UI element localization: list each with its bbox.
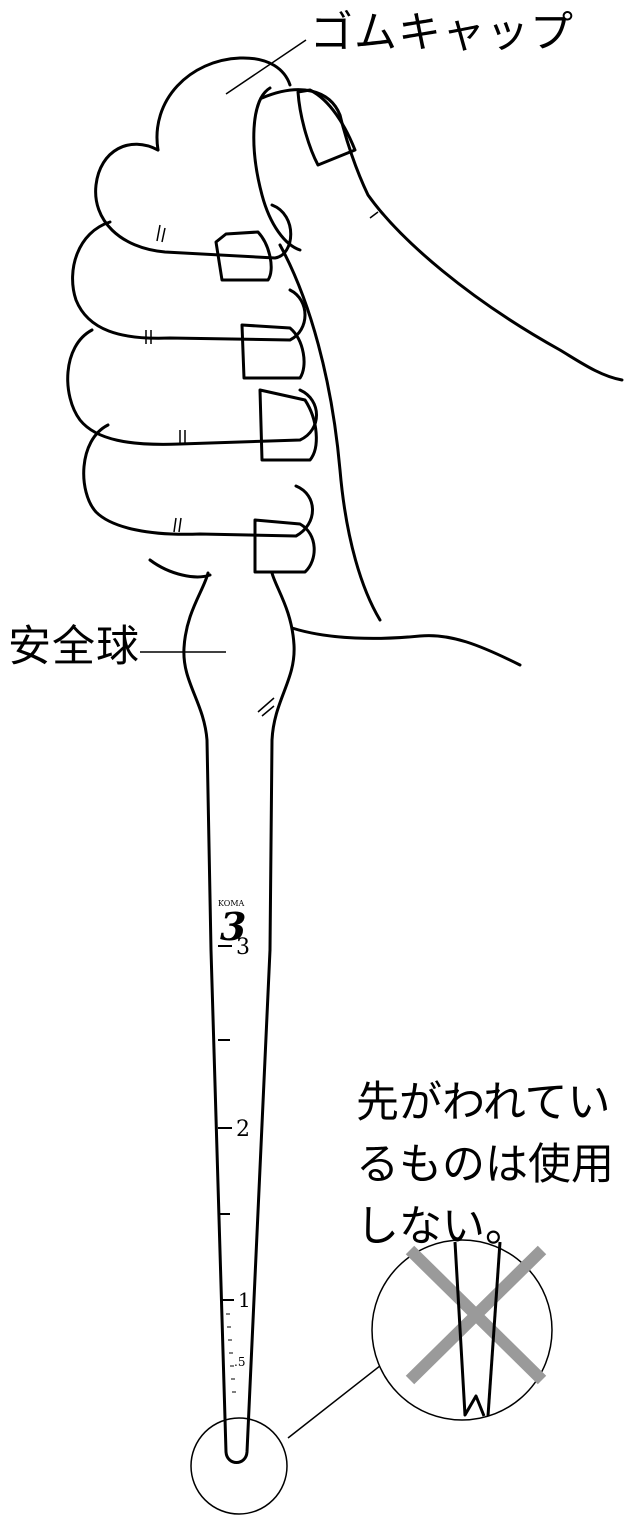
scale-label-half: .5 — [234, 1355, 245, 1369]
thumb-base — [278, 243, 382, 622]
thumb-nail — [296, 88, 357, 167]
pipette-outline — [182, 571, 296, 1464]
scale-label-1: 1 — [238, 1288, 251, 1312]
cap-leader-line — [225, 39, 307, 95]
detail-leader-line — [287, 1357, 391, 1439]
wrist-lower — [290, 626, 522, 667]
pipette-brand: KOMA — [218, 899, 245, 908]
scale-label-3: 3 — [236, 935, 250, 960]
broken-tip-right — [486, 1241, 502, 1417]
finger-3 — [66, 328, 318, 446]
thumb — [252, 86, 302, 252]
pipette-capacity-mark: 3 — [220, 904, 246, 949]
graduation-marks — [218, 945, 234, 1301]
finger-2-nail — [240, 323, 306, 380]
tip-highlight-circle — [190, 1417, 288, 1515]
finger-4 — [82, 423, 314, 538]
fine-graduations — [226, 1313, 236, 1393]
rubber-cap-label: ゴムキャップ — [310, 8, 574, 58]
cross-mark-icon — [405, 1245, 547, 1385]
finger-1 — [94, 142, 293, 260]
safety-bulb-label: 安全球 — [8, 622, 140, 672]
finger-4-nail — [253, 518, 316, 574]
broken-tip-left — [453, 1241, 486, 1417]
rubber-cap — [155, 56, 292, 152]
warning-text: 先がわれてい るものは使用 しない。 — [356, 1072, 614, 1258]
broken-tip-detail — [371, 1239, 553, 1421]
warning-line-1: 先がわれてい — [356, 1078, 611, 1128]
warning-line-2: るものは使用 — [356, 1140, 614, 1190]
crease-marks — [145, 211, 379, 717]
warning-line-3: しない。 — [356, 1202, 528, 1252]
scale-label-2: 2 — [236, 1117, 250, 1142]
palm-bottom — [148, 558, 212, 579]
finger-1-nail — [214, 230, 273, 282]
finger-3-nail — [258, 388, 318, 462]
finger-2 — [71, 220, 307, 342]
hand-back — [260, 88, 624, 382]
